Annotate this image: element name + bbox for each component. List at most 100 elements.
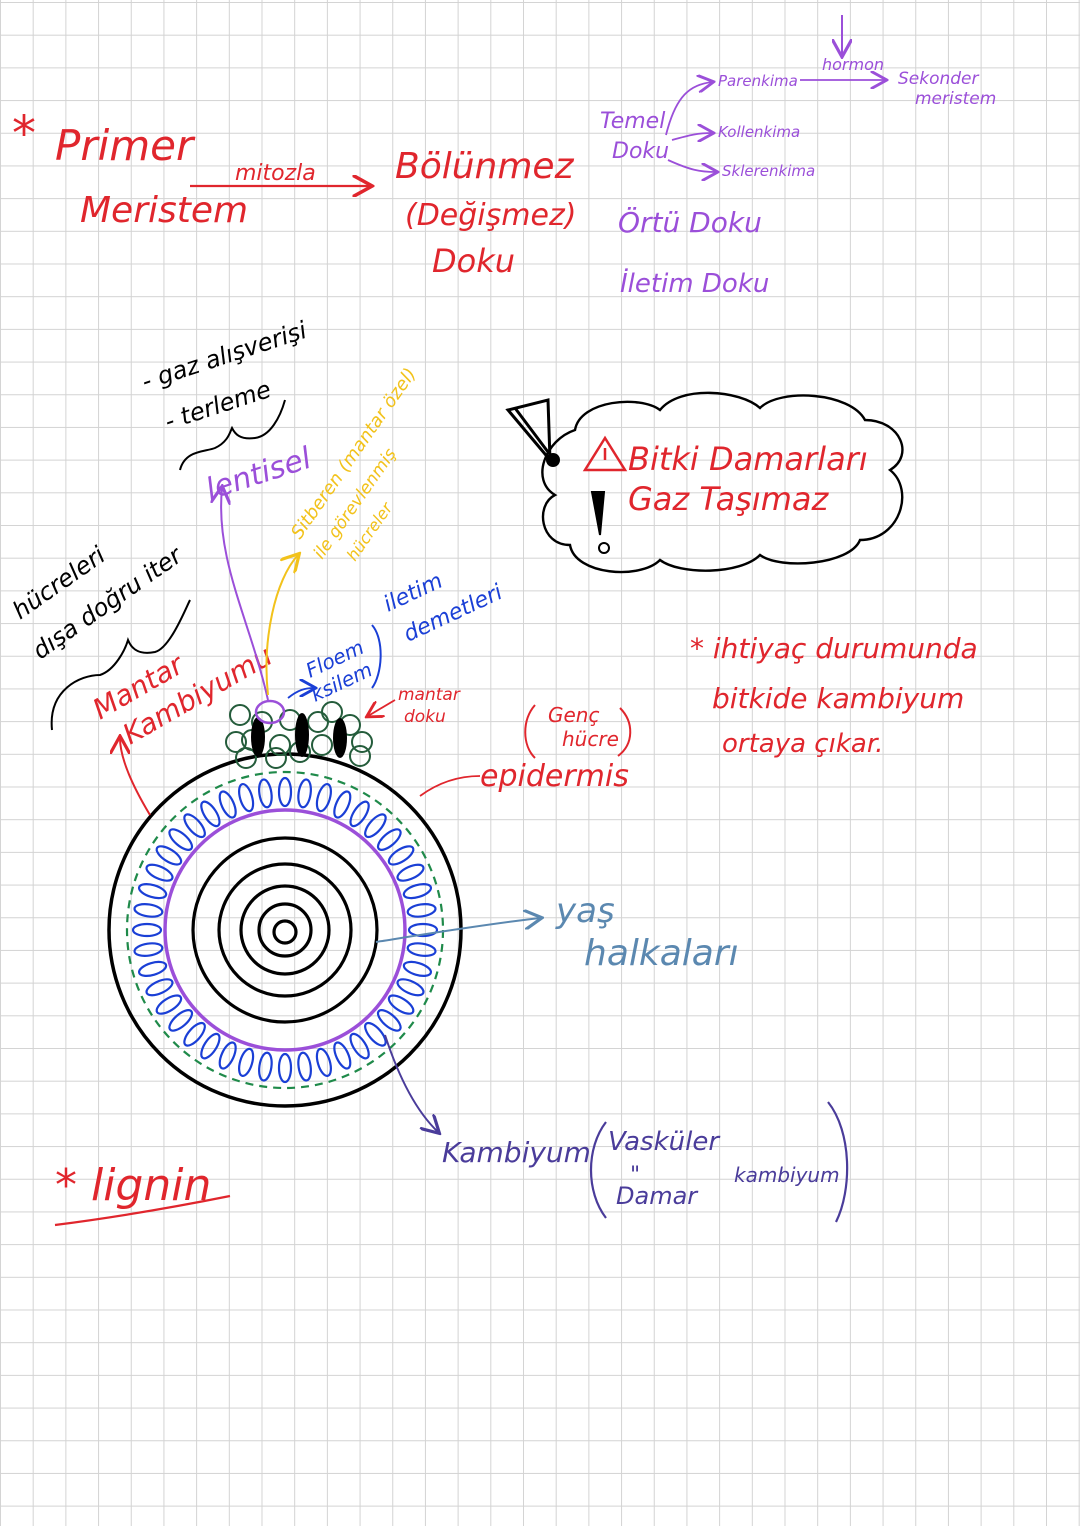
pith-center (272, 919, 298, 945)
cork-cell (229, 704, 251, 726)
cork-cell (225, 731, 247, 753)
vessel-loop (364, 1021, 387, 1047)
lentisel-pointer (221, 488, 269, 701)
vessel-loop (218, 1041, 237, 1070)
vessel-loop (183, 1021, 206, 1047)
primer-star: * (12, 106, 36, 162)
meristem-label: meristem (915, 89, 996, 109)
vessel-loop (168, 828, 194, 851)
vaskuler-paren-right (827, 1101, 849, 1223)
mantar-kambiyumu-pointer (120, 738, 151, 816)
lignin-underline (54, 1194, 231, 1227)
cork-plug-1 (251, 717, 265, 757)
meristem-title: Meristem (80, 190, 248, 231)
vessel-loop (387, 845, 415, 866)
vessel-loop (258, 778, 273, 809)
vessel-loop (277, 1052, 293, 1084)
vessel-loop (297, 778, 312, 809)
vessel-loop (168, 1009, 194, 1032)
halkalari-label: halkaları (584, 933, 739, 974)
ortu-doku-label: Örtü Doku (618, 205, 762, 239)
temel-branch-sklerenkima (667, 159, 716, 172)
parenkima-label: Parenkima (718, 72, 798, 90)
stem-cross-section (107, 752, 463, 1108)
vascular-bundles-ring (131, 776, 439, 1084)
vessel-loop (333, 790, 352, 819)
ditto-mark: " (630, 1163, 640, 1188)
genc-paren-right (617, 707, 632, 757)
mitozla-label: mitozla (235, 161, 316, 186)
vessel-loop (133, 942, 164, 957)
temel-doku-label: Doku (612, 139, 669, 164)
ihtiyac-line3: ortaya çıkar. (722, 729, 883, 759)
mantar-doku-label: mantar (398, 685, 461, 705)
vessel-loop (155, 845, 183, 866)
vessel-loop (333, 1041, 352, 1070)
cork-plug-2 (295, 713, 309, 757)
lentisel-cork-cluster (225, 701, 373, 769)
vessel-loop (238, 782, 255, 813)
vessel-loop (364, 813, 387, 839)
vessel-loop (407, 922, 439, 938)
yas-label: yaş (555, 891, 615, 931)
vessel-loop (145, 978, 174, 997)
growth-ring-1 (257, 902, 313, 958)
temel-branch-kollenkima (671, 133, 712, 140)
vessel-loop (183, 813, 206, 839)
iletim-doku-label: İletim Doku (620, 267, 769, 299)
cork-cell (349, 745, 371, 767)
growth-ring-2 (239, 884, 331, 976)
mantar-kambiyum-ring (125, 770, 445, 1090)
cork-cell (265, 747, 287, 769)
exclamation-icon-small-dot (598, 542, 610, 554)
temel-branch-parenkima (665, 82, 712, 136)
genc-label: Genç (548, 703, 599, 727)
vessel-loop (131, 922, 163, 938)
hucre-label: hücre (562, 727, 619, 751)
vessel-loop (406, 942, 437, 957)
vessel-loop (218, 790, 237, 819)
vessel-loop (155, 994, 183, 1015)
vessel-loop (145, 863, 174, 882)
kambiyum2-label: kambiyum (734, 1163, 840, 1187)
warning-line1: Bitki Damarları (628, 440, 868, 478)
vessel-loop (349, 800, 370, 828)
vessel-loop (396, 863, 425, 882)
vessel-loop (315, 782, 332, 813)
vessel-loop (376, 828, 402, 851)
vessel-loop (387, 994, 415, 1015)
sekonder-label: Sekonder (898, 69, 980, 89)
vessel-loop (402, 960, 433, 977)
vascular-cambium-ring (163, 808, 407, 1052)
mantar-doku-pointer (368, 699, 396, 716)
epidermis-pointer (419, 775, 481, 797)
vessel-loop (137, 883, 168, 900)
growth-ring-4 (191, 836, 379, 1024)
hucreleri-brace (50, 599, 191, 731)
mantar-doku-label-2: doku (404, 707, 446, 727)
cork-cell (311, 734, 333, 756)
genc-paren-left (524, 704, 536, 759)
cork-cell (351, 731, 373, 753)
sklerenkima-label: Sklerenkima (722, 162, 815, 180)
exclamation-icon-large-dot (546, 453, 560, 467)
vessel-loop (376, 1009, 402, 1032)
hormon-label: hormon (822, 55, 884, 74)
lentisel-label: lentisel (202, 441, 316, 508)
vessel-loop (137, 960, 168, 977)
vessel-loop (396, 978, 425, 997)
vessel-loop (297, 1051, 312, 1082)
iletim-bracket (371, 624, 382, 689)
cork-cell (307, 711, 329, 733)
kambiyum-label: Kambiyum (442, 1136, 591, 1169)
sitberen-pointer (265, 555, 298, 696)
vessel-loop (200, 1032, 221, 1060)
floem-pointer (287, 688, 314, 699)
cork-cell (321, 701, 343, 723)
vessel-loop (133, 903, 164, 918)
vessel-loop (200, 800, 221, 828)
lentisel-brace (179, 399, 286, 471)
vessel-loop (349, 1032, 370, 1060)
exclamation-icon-large (505, 398, 552, 465)
